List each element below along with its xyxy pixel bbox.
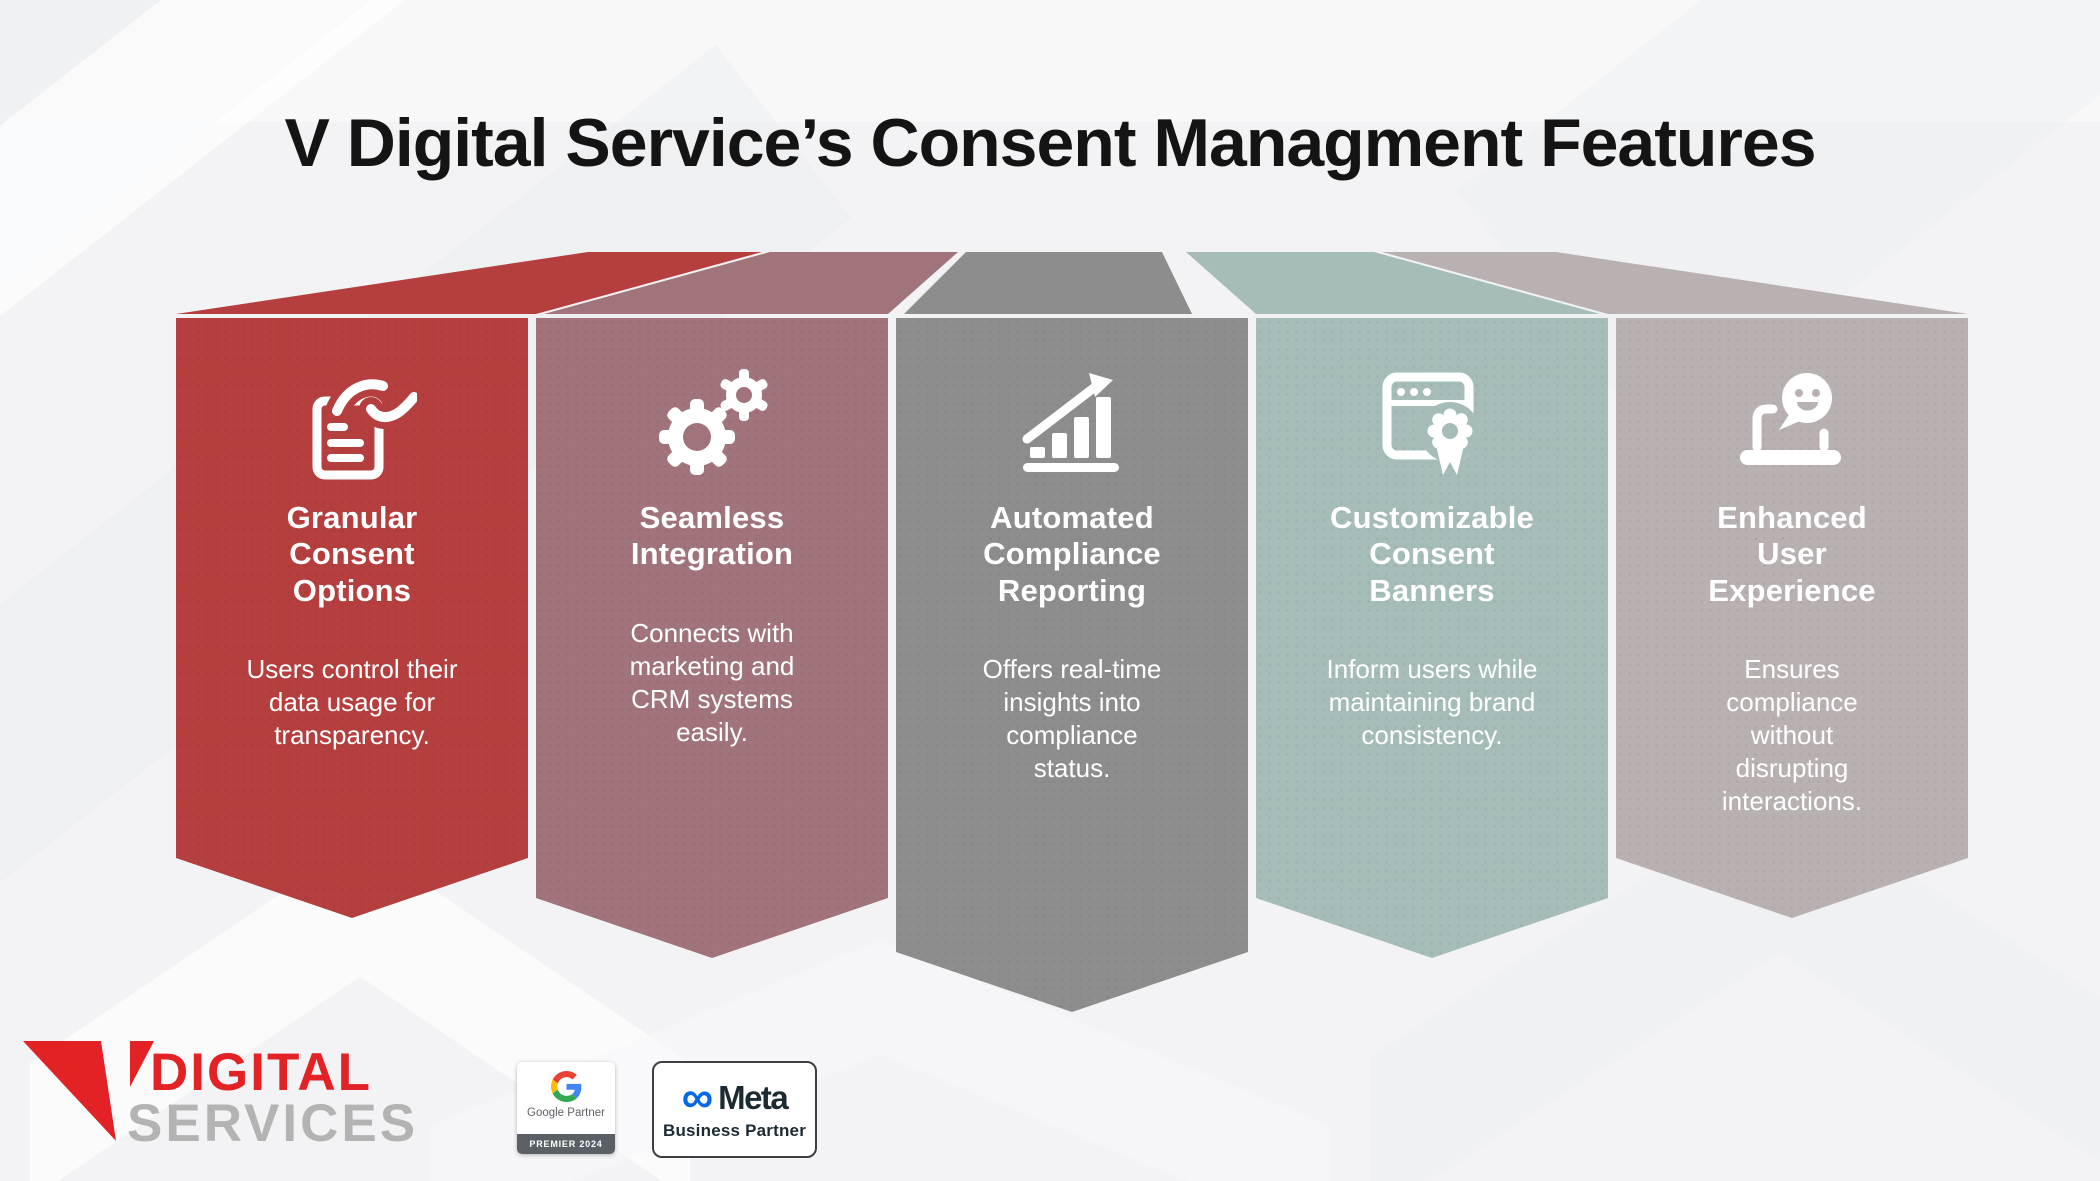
page-title: V Digital Service’s Consent Managment Fe…	[284, 104, 1816, 181]
logo-word-digital: DIGITAL	[150, 1043, 373, 1102]
card-customizable-consent-banners: Customizable Consent Banners Inform user…	[1256, 318, 1608, 958]
bar-chart-growth-icon	[1007, 366, 1137, 486]
card-title: Automated Compliance Reporting	[983, 500, 1161, 608]
card-seamless-integration: Seamless Integration Connects with marke…	[536, 318, 888, 958]
v-logo-mark-icon	[23, 1041, 154, 1141]
card-title: Customizable Consent Banners	[1330, 500, 1534, 608]
gears-icon	[647, 366, 777, 486]
laptop-chat-icon	[1727, 366, 1857, 486]
logo-word-services: SERVICES	[127, 1094, 419, 1153]
card-granular-consent-options: Granular Consent Options Users control t…	[176, 318, 528, 918]
google-premier-band: PREMIER 2024	[517, 1134, 615, 1154]
ribbon-fold-3	[904, 252, 1192, 314]
google-partner-badge: Google Partner PREMIER 2024	[517, 1062, 615, 1154]
meta-infinity-icon: ∞	[681, 1073, 714, 1122]
meta-brand-word: Meta	[718, 1078, 789, 1116]
card-title: Enhanced User Experience	[1708, 500, 1876, 608]
card-body: Users control their data usage for trans…	[246, 653, 458, 750]
browser-badge-icon	[1367, 366, 1497, 486]
card-enhanced-user-experience: Enhanced User Experience Ensures complia…	[1616, 318, 1968, 918]
card-body: Inform users while maintaining brand con…	[1326, 653, 1538, 750]
meta-partner-label: Business Partner	[662, 1120, 807, 1140]
card-automated-compliance-reporting: Automated Compliance Reporting Offers re…	[896, 318, 1248, 1012]
card-body: Connects with marketing and CRM systems …	[629, 617, 795, 747]
card-title: Granular Consent Options	[286, 500, 418, 608]
card-body: Ensures compliance without disrupting in…	[1721, 653, 1863, 816]
google-partner-label: Google Partner	[527, 1107, 605, 1119]
card-title: Seamless Integration	[630, 500, 794, 572]
card-body: Offers real-time insights into complianc…	[982, 653, 1162, 783]
google-g-icon	[550, 1071, 581, 1102]
document-hand-icon	[287, 366, 417, 486]
meta-business-partner-badge: ∞ Meta Business Partner	[652, 1061, 817, 1158]
